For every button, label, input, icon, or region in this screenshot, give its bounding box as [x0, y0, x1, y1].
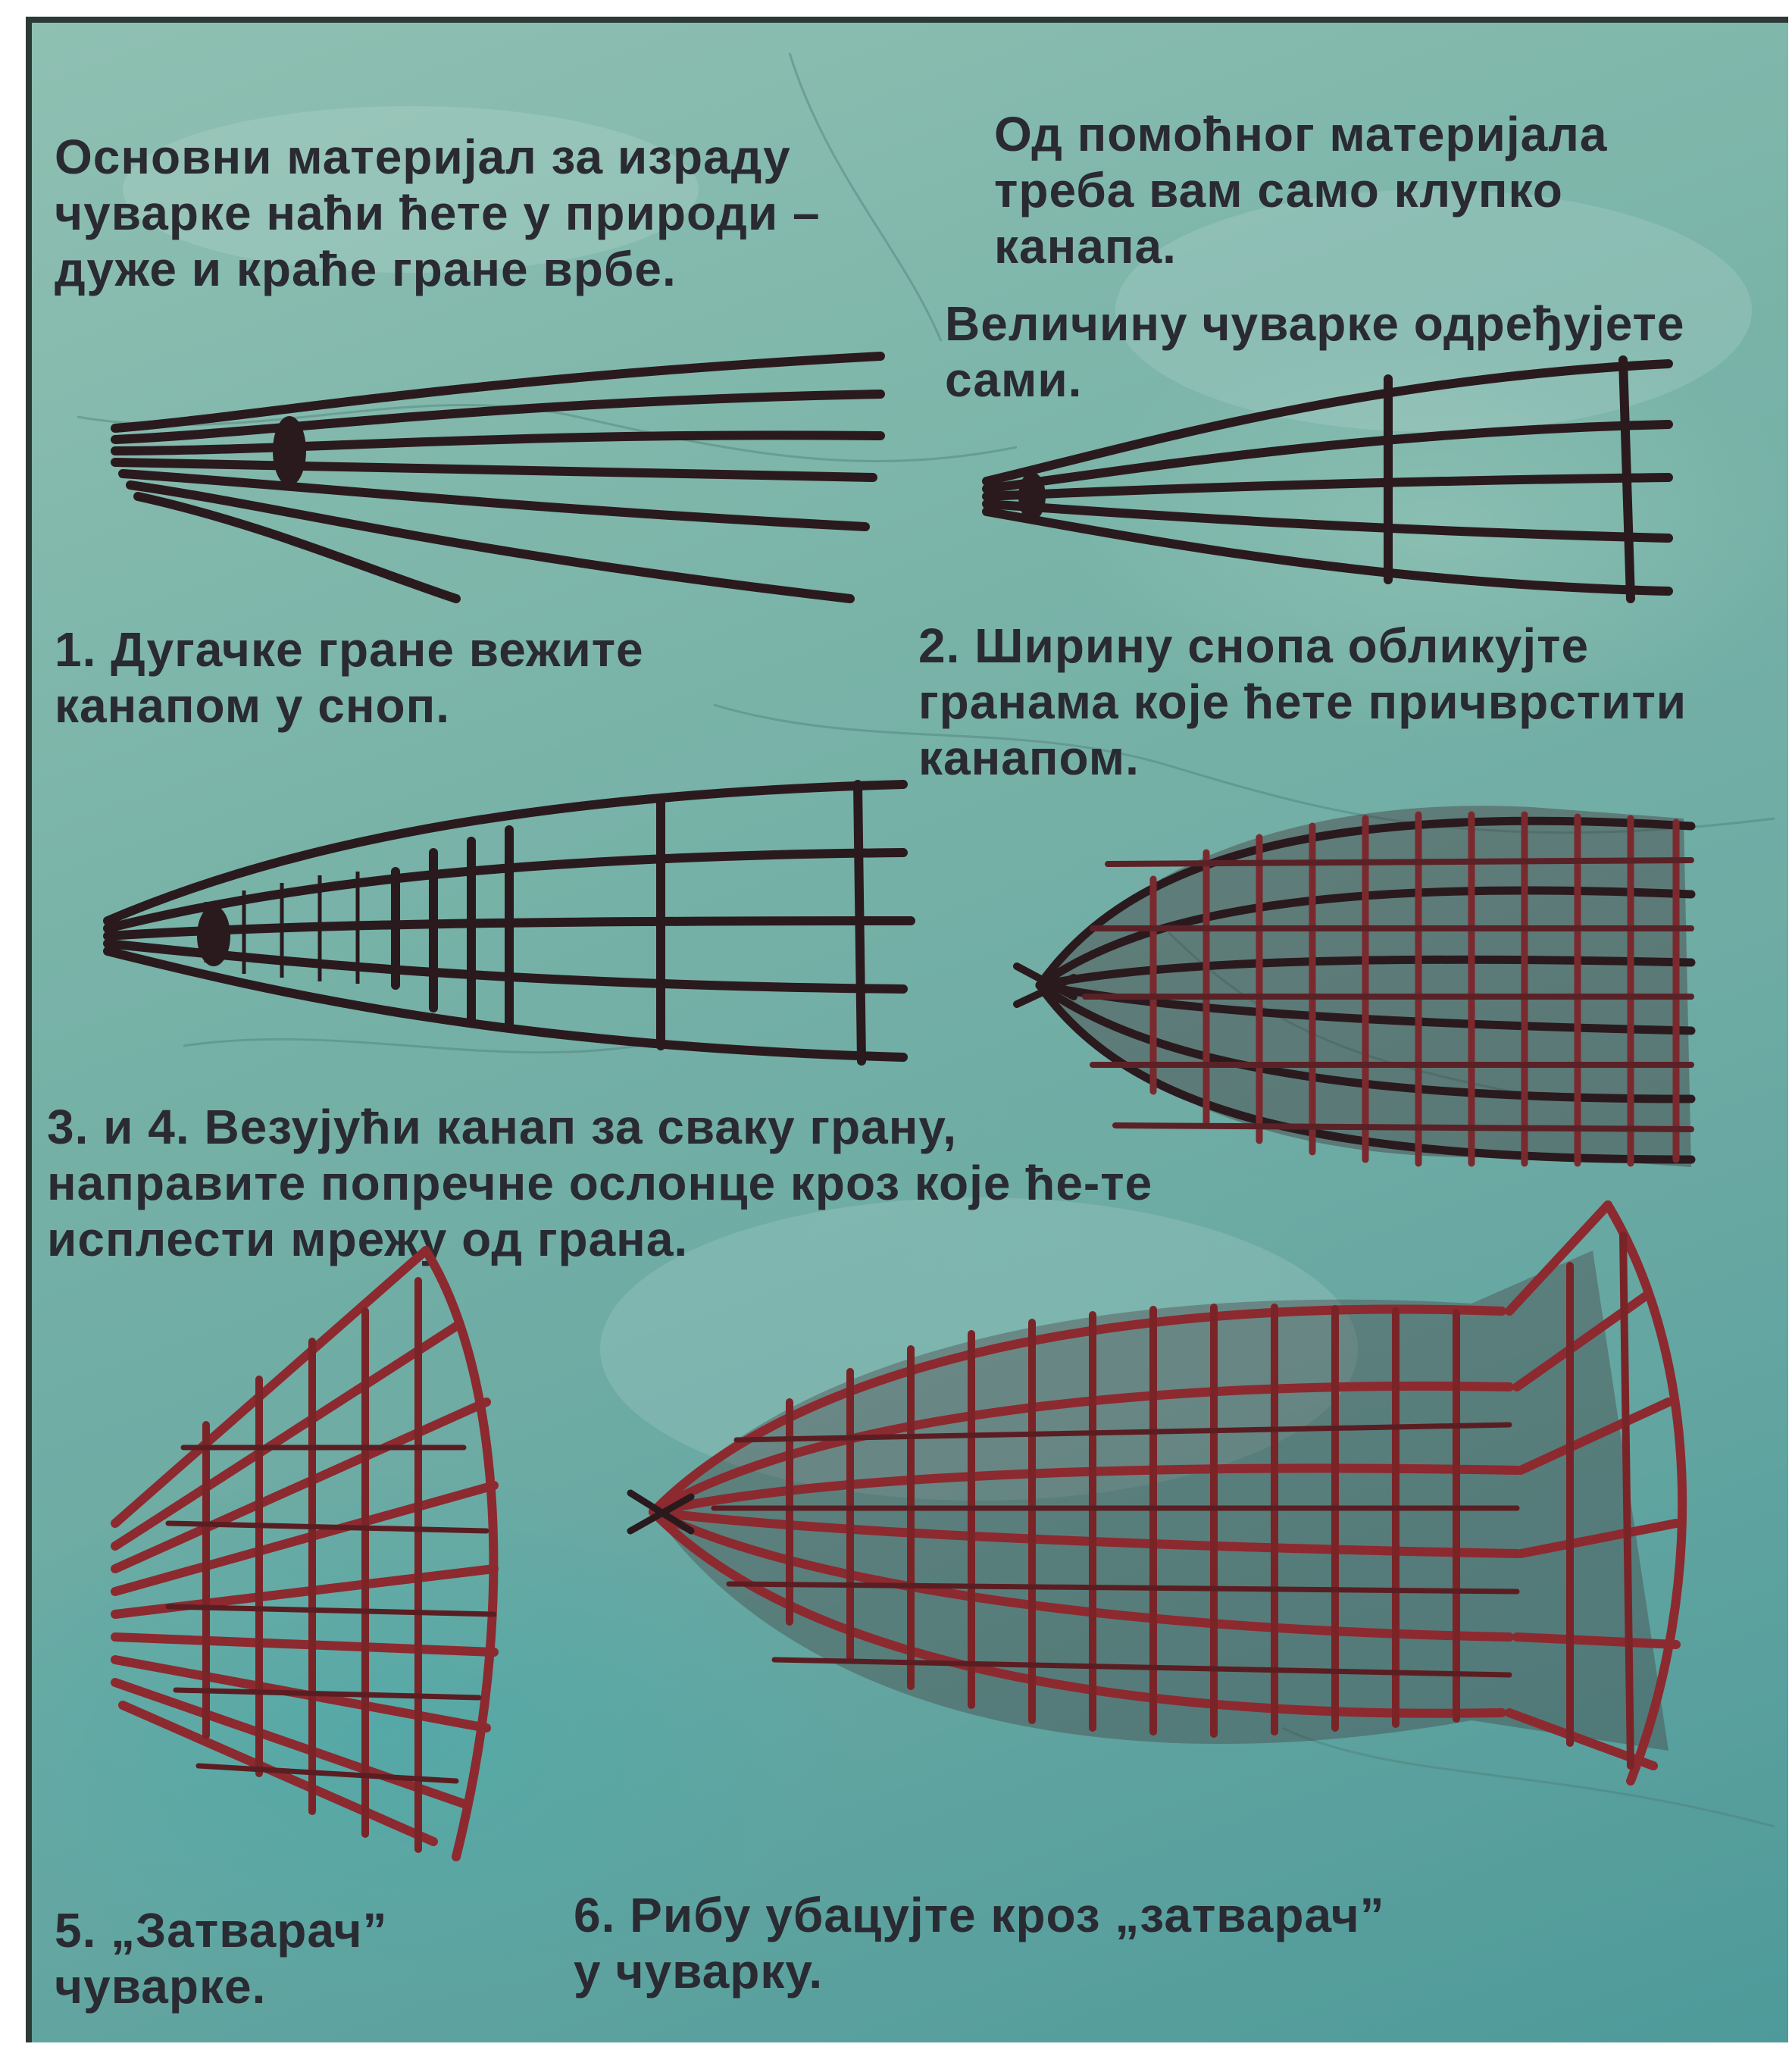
step6-caption: 6. Рибу убацујте кроз „затварач” у чувар…	[574, 1887, 1392, 1999]
illustration-panel: Основни материјал за израду чуварке наћи…	[26, 17, 1788, 2042]
step6-complete-trap	[32, 23, 1788, 2042]
step5-caption: 5. „Затварач” чуварке.	[55, 1902, 479, 2014]
